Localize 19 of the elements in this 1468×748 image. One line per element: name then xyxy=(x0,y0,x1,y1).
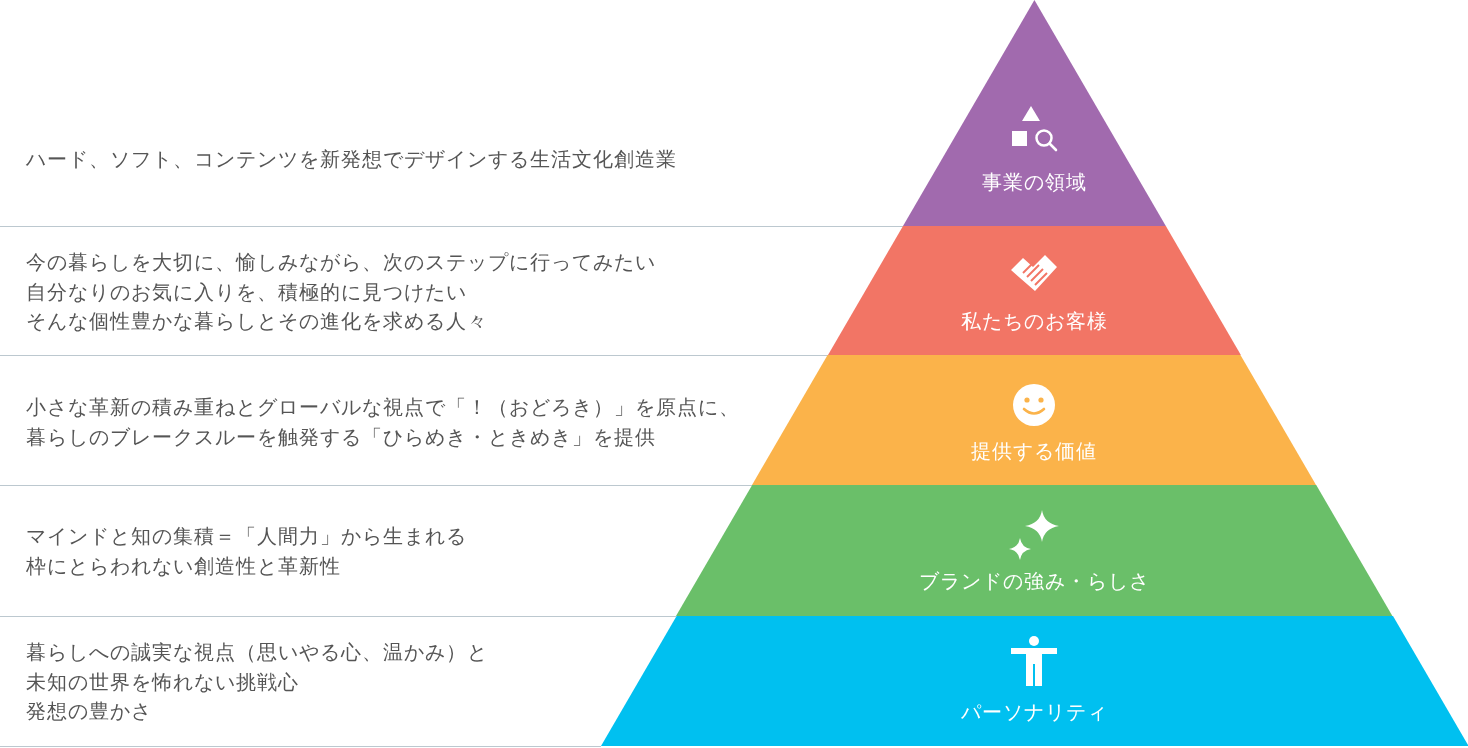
description-text: 暮らしへの誠実な視点（思いやる心、温かみ）と xyxy=(26,639,488,667)
tier-label: 提供する価値 xyxy=(971,439,1098,463)
description-text: ハード、ソフト、コンテンツを新発想でデザインする生活文化創造業 xyxy=(26,146,677,174)
description-text: 未知の世界を怖れない挑戦心 xyxy=(26,669,299,697)
description-text: そんな個性豊かな暮らしとその進化を求める人々 xyxy=(26,308,488,336)
tier-label: 事業の領域 xyxy=(982,170,1087,194)
tier-label: ブランドの強み・らしさ xyxy=(919,569,1150,593)
description-text: 今の暮らしを大切に、愉しみながら、次のステップに行ってみたい xyxy=(26,249,656,277)
tier-label: 私たちのお客様 xyxy=(961,309,1108,333)
description-text: マインドと知の集積＝「人間力」から生まれる枠にとらわれない創造性と革新性 xyxy=(26,523,468,580)
description-text: 小さな革新の積み重ねとグローバルな視点で「！（おどろき）」を原点に、暮らしのブレークスルーを触発する「ひらめき・ときめき」を提供 xyxy=(26,394,741,451)
description-text: 発想の豊かさ xyxy=(26,698,152,726)
pyramid-tier xyxy=(752,355,1317,485)
description-text: 自分なりのお気に入りを、積極的に見つけたい xyxy=(26,279,467,307)
pyramid-tier xyxy=(676,485,1393,616)
pyramid-tier xyxy=(828,226,1241,355)
pyramid-tier xyxy=(903,0,1166,226)
tier-label: パーソナリティ xyxy=(961,700,1108,724)
pyramid-tier xyxy=(600,616,1468,746)
